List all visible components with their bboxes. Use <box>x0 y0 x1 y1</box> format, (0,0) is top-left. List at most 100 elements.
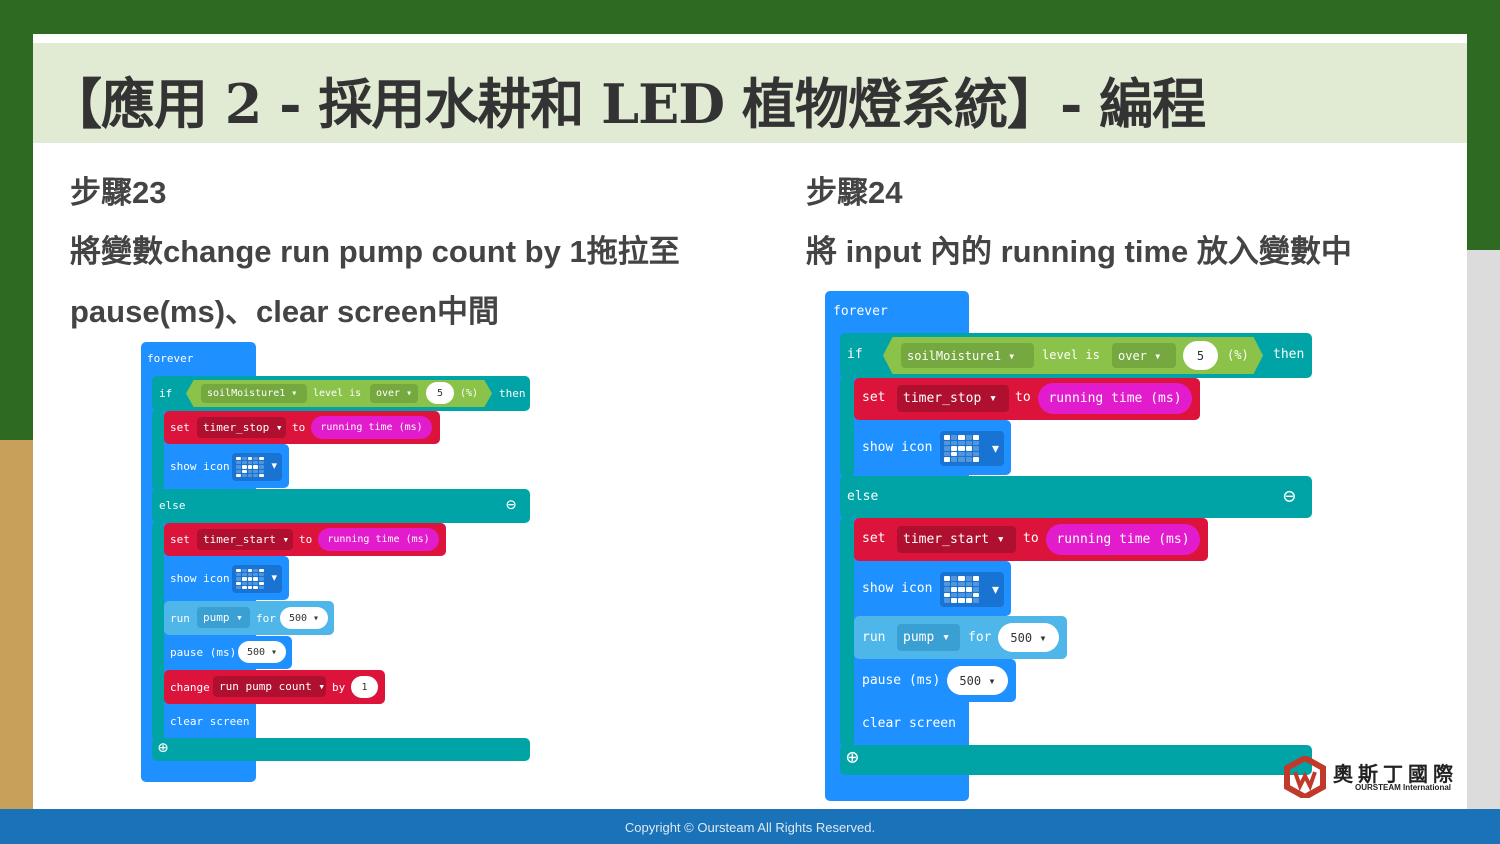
to-label: to <box>1015 390 1031 405</box>
led-cell <box>972 435 979 440</box>
over-dropdown[interactable]: over ▾ <box>370 384 418 403</box>
chevron-down-icon: ▾ <box>989 532 1005 547</box>
led-cell <box>958 435 965 440</box>
led-cell <box>247 573 253 577</box>
pump-dropdown[interactable]: pump ▾ <box>897 624 960 651</box>
run-pump-count-dropdown[interactable]: run pump count ▾ <box>213 676 326 697</box>
plus-circle-icon[interactable]: ⊕ <box>846 745 859 769</box>
led-cell <box>965 592 972 598</box>
led-cell <box>972 440 979 446</box>
led-cell <box>236 581 241 585</box>
chevron-down-icon: ▾ <box>1146 348 1162 363</box>
level-value[interactable]: 5 <box>1183 341 1218 370</box>
led-cell <box>253 569 259 573</box>
run-label: run <box>862 630 886 645</box>
if-label: if <box>847 347 863 362</box>
led-cell <box>259 461 264 465</box>
sad-face-icon[interactable]: ▾ <box>232 565 282 593</box>
chevron-down-icon: ▾ <box>307 612 320 624</box>
running-time-reporter[interactable]: running time (ms) <box>311 416 432 439</box>
copyright-text: Copyright © Oursteam All Rights Reserved… <box>624 820 876 835</box>
led-cell <box>241 573 247 577</box>
level-value[interactable]: 5 <box>426 382 454 404</box>
led-cell <box>965 451 972 457</box>
led-cell <box>259 573 264 577</box>
led-cell <box>965 598 972 603</box>
led-cell <box>965 576 972 581</box>
led-cell <box>259 457 264 461</box>
running-time-reporter[interactable]: running time (ms) <box>1046 524 1200 555</box>
set-label: set <box>862 531 886 546</box>
led-cell <box>965 587 972 592</box>
show-icon-label: show icon <box>862 440 933 455</box>
running-time-reporter[interactable]: running time (ms) <box>318 528 439 551</box>
sensor-dropdown[interactable]: soilMoisture1 ▾ <box>201 384 307 403</box>
led-cell <box>259 465 264 469</box>
pump-dropdown[interactable]: pump ▾ <box>197 607 250 628</box>
show-icon-label: show icon <box>170 572 230 585</box>
led-grid <box>944 435 979 462</box>
led-cell <box>972 576 979 581</box>
clear-screen-block[interactable] <box>854 702 963 745</box>
minus-circle-icon[interactable]: ⊖ <box>1283 484 1296 508</box>
chevron-down-icon: ▾ <box>229 611 243 624</box>
show-icon-label: show icon <box>170 460 230 473</box>
logo-english-text: OURSTEAM International <box>1355 783 1452 792</box>
led-cell <box>965 435 972 440</box>
then-label: then <box>499 387 526 400</box>
led-cell <box>236 473 241 477</box>
led-cell <box>958 592 965 598</box>
plus-circle-icon[interactable]: ⊕ <box>158 738 169 758</box>
happy-face-icon[interactable]: ▾ <box>940 431 1004 466</box>
led-cell <box>944 598 951 603</box>
timer-stop-dropdown[interactable]: timer_stop ▾ <box>897 385 1009 412</box>
led-cell <box>247 457 253 461</box>
led-cell <box>951 440 958 446</box>
led-cell <box>972 592 979 598</box>
led-cell <box>972 598 979 603</box>
timer-stop-dropdown[interactable]: timer_stop ▾ <box>197 417 286 438</box>
led-cell <box>944 440 951 446</box>
led-cell <box>958 446 965 451</box>
led-cell <box>951 446 958 451</box>
step23-line1: 將變數change run pump count by 1拖拉至 <box>70 234 680 269</box>
footer-bar <box>0 809 1500 844</box>
chevron-down-icon: ▾ <box>271 571 277 584</box>
led-cell <box>236 461 241 465</box>
running-time-reporter[interactable]: running time (ms) <box>1038 383 1192 414</box>
led-cell <box>958 457 965 462</box>
else-block[interactable] <box>840 476 1312 518</box>
led-cell <box>944 446 951 451</box>
happy-face-icon[interactable]: ▾ <box>232 453 282 481</box>
led-cell <box>259 469 264 473</box>
change-amount[interactable]: 1 <box>351 676 378 698</box>
sensor-dropdown[interactable]: soilMoisture1 ▾ <box>901 343 1034 368</box>
sad-face-icon[interactable]: ▾ <box>940 572 1004 607</box>
led-cell <box>247 473 253 477</box>
led-cell <box>958 598 965 603</box>
led-cell <box>944 435 951 440</box>
clear-screen-block[interactable] <box>164 705 251 738</box>
pause-duration[interactable]: 500 ▾ <box>947 666 1008 695</box>
percent-label: (%) <box>460 388 479 399</box>
led-cell <box>241 473 247 477</box>
timer-start-dropdown[interactable]: timer_start ▾ <box>897 526 1016 553</box>
else-body-rail <box>152 522 164 740</box>
pause-duration[interactable]: 500 ▾ <box>238 641 286 663</box>
hexagon-logo-icon <box>1284 756 1326 798</box>
over-dropdown[interactable]: over ▾ <box>1112 343 1176 368</box>
timer-start-dropdown[interactable]: timer_start ▾ <box>197 529 293 550</box>
led-cell <box>247 577 253 581</box>
led-cell <box>253 573 259 577</box>
else-block[interactable] <box>152 489 530 523</box>
led-cell <box>236 469 241 473</box>
led-cell <box>958 581 965 587</box>
run-duration[interactable]: 500 ▾ <box>280 607 328 629</box>
minus-circle-icon[interactable]: ⊖ <box>506 495 517 515</box>
chevron-down-icon: ▾ <box>991 441 999 457</box>
run-duration[interactable]: 500 ▾ <box>998 623 1059 652</box>
pause-label: pause (ms) <box>170 646 237 659</box>
led-cell <box>259 473 264 477</box>
to-label: to <box>1023 531 1039 546</box>
led-cell <box>247 585 253 589</box>
